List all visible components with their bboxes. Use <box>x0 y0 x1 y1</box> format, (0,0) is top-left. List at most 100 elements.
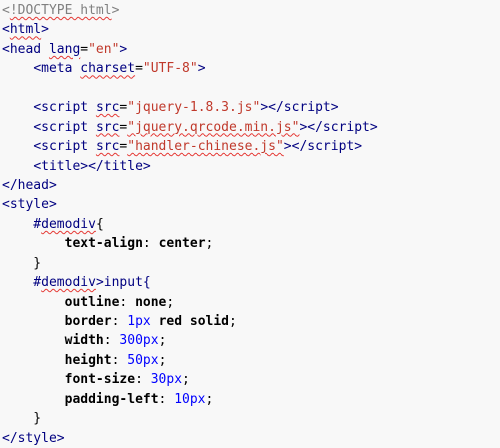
code-token: >input{ <box>95 275 151 291</box>
code-token: charset <box>80 61 136 77</box>
code-token <box>2 159 33 174</box>
code-token: title <box>103 158 143 174</box>
code-token: = <box>135 61 143 77</box>
code-line: } <box>0 254 500 273</box>
code-token: > <box>56 430 65 446</box>
code-line: <script src="jquery.qrcode.min.js"></scr… <box>0 118 500 137</box>
code-token: > <box>48 177 57 193</box>
code-token: { <box>95 216 104 232</box>
code-token <box>2 392 65 407</box>
code-line: </head> <box>0 176 500 195</box>
code-token <box>88 120 96 135</box>
code-token: : <box>103 333 120 349</box>
code-token: "handler-chinese.js" <box>127 139 284 155</box>
code-token: html <box>80 3 112 18</box>
code-token: meta <box>41 61 73 77</box>
code-token: = <box>119 100 128 116</box>
code-line: #demodiv{ <box>0 215 500 234</box>
code-token: demodiv <box>41 216 96 232</box>
code-token: < <box>2 41 10 57</box>
code-token: 50px <box>127 352 159 368</box>
code-token: "jquery.qrcode.min.js" <box>127 119 300 135</box>
code-token: none <box>135 294 167 310</box>
code-token: ; <box>229 314 237 329</box>
code-token: < <box>33 119 42 135</box>
code-token: ; <box>158 352 167 368</box>
code-token: html <box>9 22 42 38</box>
code-token: = <box>80 41 89 57</box>
code-token: border <box>64 314 112 329</box>
code-token: padding-left <box>64 391 159 407</box>
code-token: 1px <box>127 314 151 329</box>
code-line: <title></title> <box>0 157 500 176</box>
code-token: > <box>330 100 339 116</box>
code-line: #demodiv>input{ <box>0 273 500 292</box>
code-token <box>2 236 65 251</box>
code-token: ; <box>158 333 167 349</box>
code-token: : <box>135 372 151 388</box>
code-token: script <box>41 119 89 135</box>
code-token: : <box>142 236 159 252</box>
code-token <box>2 333 65 348</box>
code-token: width <box>64 333 104 349</box>
code-token: "jquery-1.8.3.js" <box>127 100 261 116</box>
code-token: "UTF-8" <box>142 61 198 77</box>
code-line: <style> <box>0 195 500 214</box>
code-token: > <box>119 41 128 57</box>
code-token <box>2 139 33 154</box>
code-token: red solid <box>158 314 230 329</box>
code-token <box>2 295 65 310</box>
code-line: border: 1px red solid; <box>0 312 500 331</box>
code-token: > <box>48 197 57 213</box>
code-token: text-align <box>64 236 143 252</box>
code-token <box>88 100 96 115</box>
code-token: ></ <box>283 139 308 155</box>
code-token: } <box>2 255 42 271</box>
code-token: < <box>33 139 42 155</box>
code-token: ; <box>205 236 214 252</box>
code-line: text-align: center; <box>0 234 500 253</box>
code-line <box>0 79 500 98</box>
code-line: <!DOCTYPE html> <box>0 1 500 20</box>
code-token: : <box>119 294 136 310</box>
code-token: script <box>41 100 89 116</box>
code-token: </ <box>2 430 18 446</box>
code-token: height <box>64 352 112 368</box>
code-token: "en" <box>88 41 120 57</box>
code-token: ; <box>182 372 190 388</box>
code-token: < <box>2 22 10 38</box>
code-line: } <box>0 409 500 428</box>
code-token: !DOCTYPE <box>9 3 81 18</box>
code-line: <script src="handler-chinese.js"></scrip… <box>0 137 500 156</box>
code-token: 10px <box>174 391 206 407</box>
code-token: ></ <box>299 119 323 135</box>
code-token: ; <box>166 294 175 310</box>
code-line: font-size: 30px; <box>0 370 500 389</box>
code-token: style <box>9 197 49 213</box>
code-token <box>2 314 65 329</box>
code-token: src <box>95 139 120 155</box>
code-token <box>151 314 159 329</box>
code-token: > <box>41 22 49 38</box>
code-token: = <box>119 139 128 155</box>
code-token <box>2 100 33 115</box>
code-token: ></ <box>80 158 104 174</box>
code-token: src <box>95 119 120 135</box>
code-token: style <box>17 430 57 446</box>
code-token: font-size <box>64 372 136 388</box>
code-line: height: 50px; <box>0 351 500 370</box>
code-token: script <box>283 100 331 116</box>
code-token: = <box>119 119 128 135</box>
code-token: head <box>17 177 49 193</box>
code-token: src <box>95 100 120 116</box>
code-token: # <box>2 216 42 232</box>
code-token <box>41 42 49 57</box>
code-token: ; <box>205 391 214 407</box>
code-token <box>2 120 33 135</box>
code-token: outline <box>64 294 120 310</box>
code-token: > <box>142 158 151 174</box>
code-token: head <box>9 41 42 57</box>
code-token: : <box>111 352 128 368</box>
code-token: < <box>33 100 42 116</box>
